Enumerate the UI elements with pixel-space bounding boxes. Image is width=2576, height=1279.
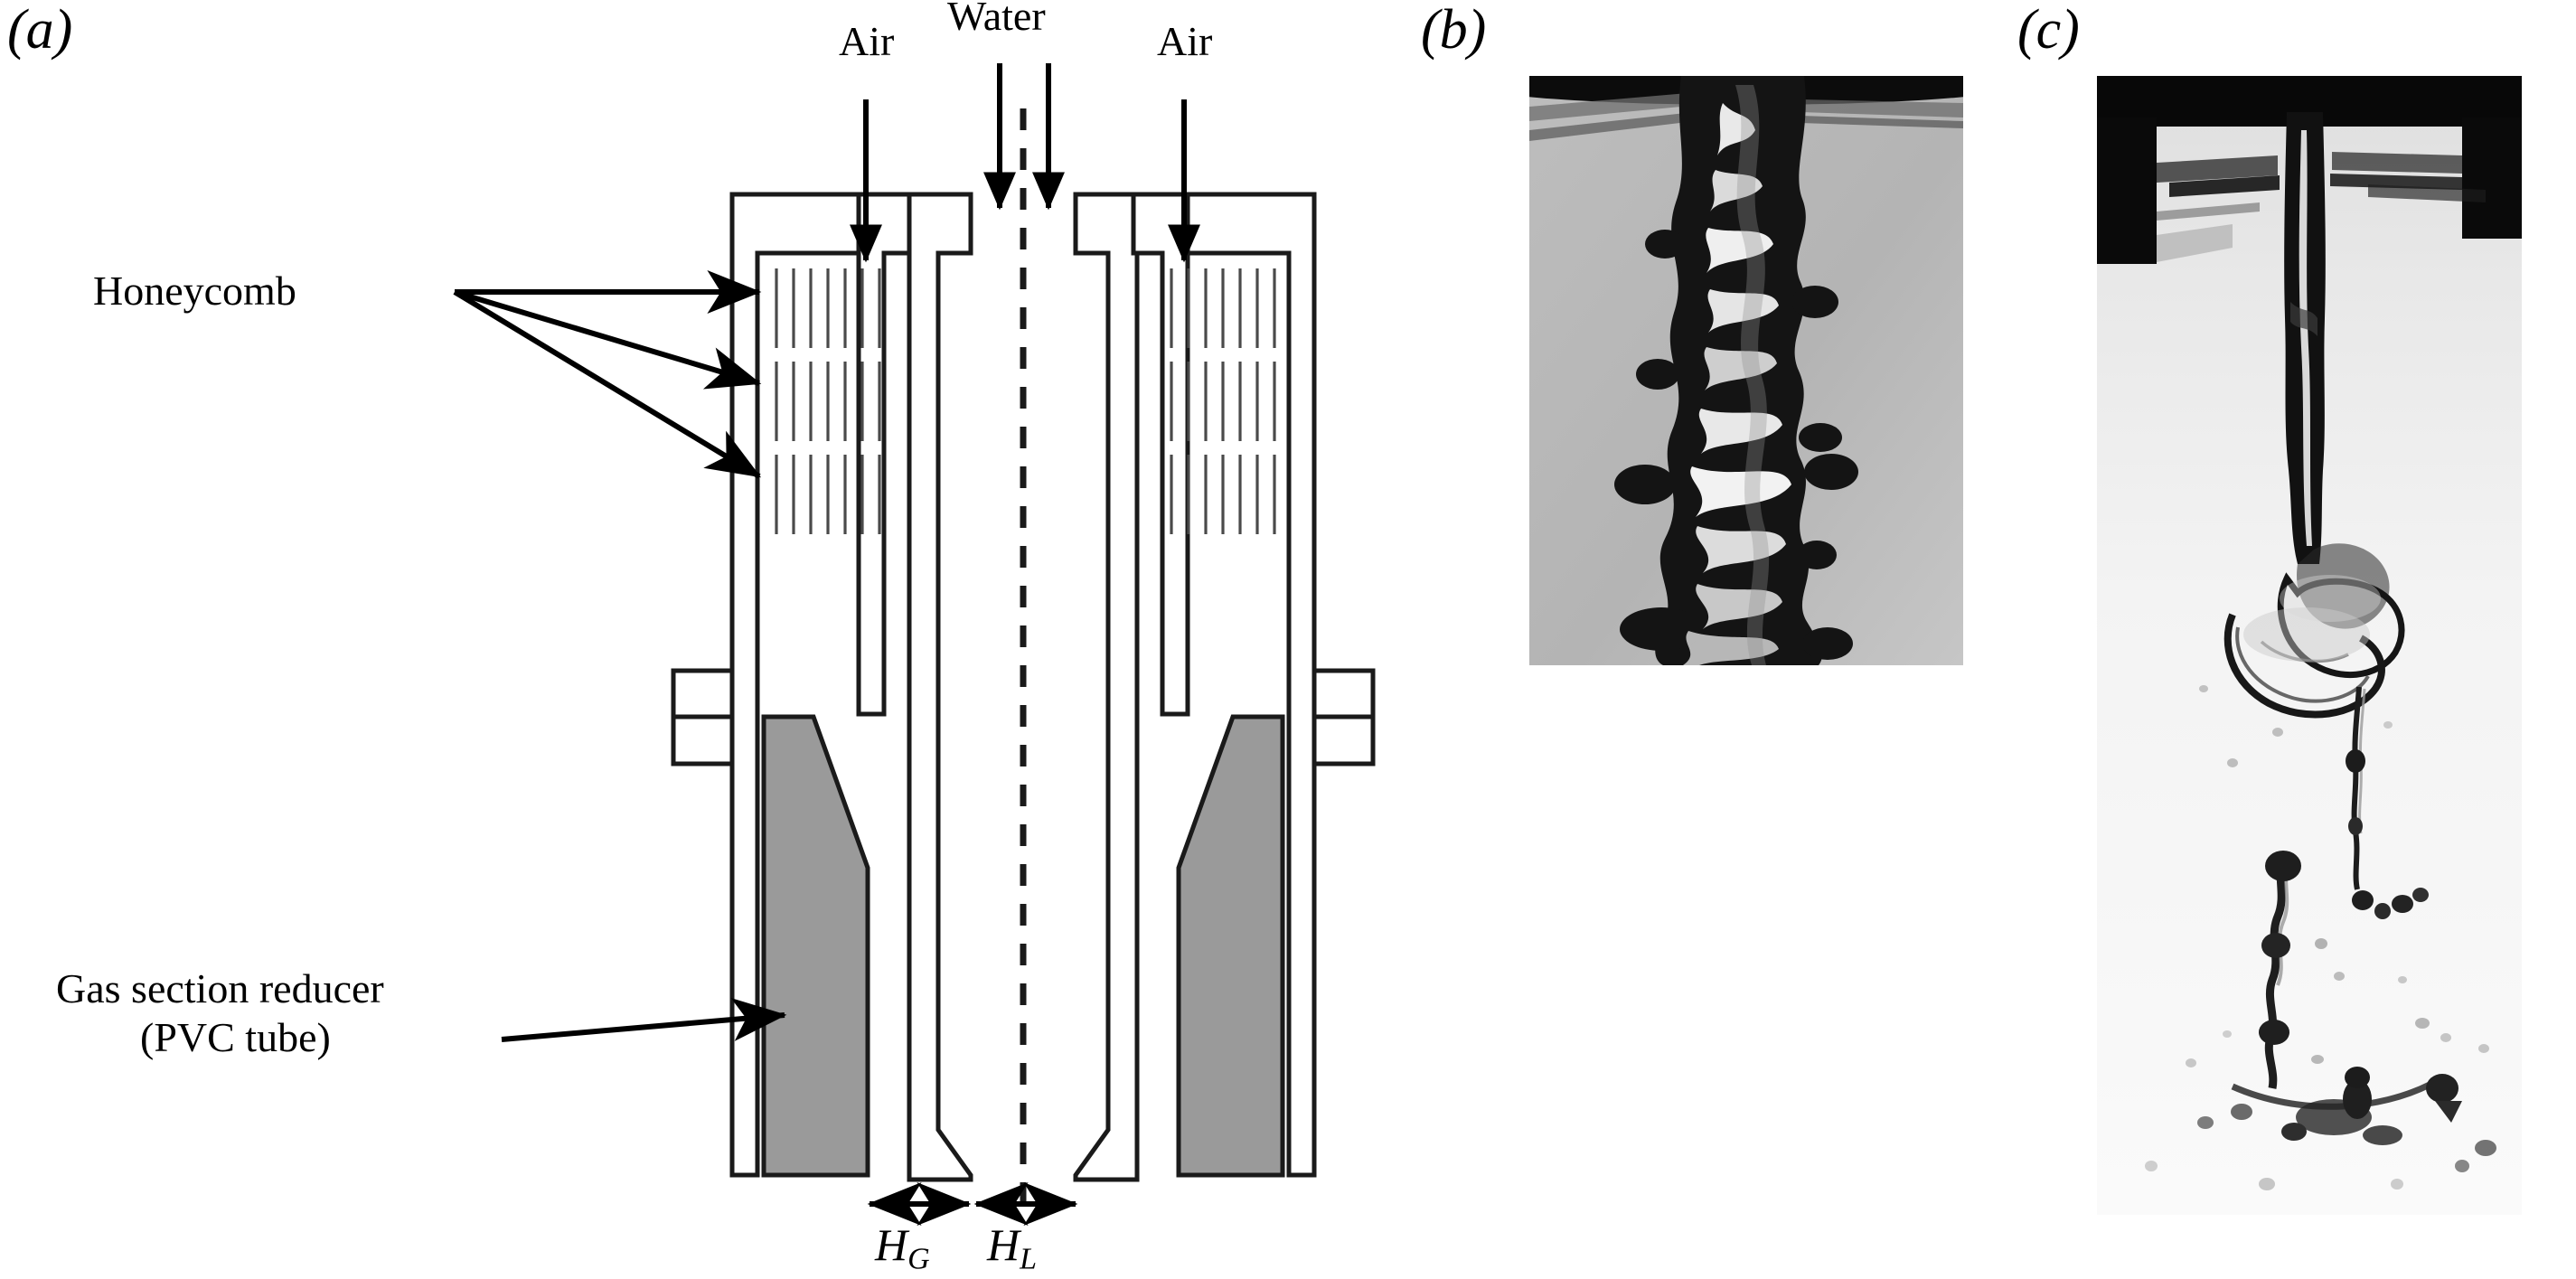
honeycomb-right-row-2 (1162, 362, 1280, 441)
photo-panel-c (2097, 76, 2522, 1215)
photo-panel-b (1529, 76, 1963, 665)
gas-reducer-pointer-arrow (501, 998, 787, 1042)
dimension-subscript-hl: L (1020, 1242, 1038, 1276)
honeycomb-pointer-arrow-3 (453, 289, 762, 479)
panel-label-a: (a) (7, 0, 73, 61)
water-label: Water (947, 0, 1046, 39)
honeycomb-right-row-3 (1162, 455, 1280, 534)
pvc-tube-left (761, 714, 870, 1178)
left-outer-wall (729, 192, 861, 1178)
right-outer-wall (1185, 192, 1317, 1178)
dimension-subscript-hg: G (907, 1242, 930, 1276)
honeycomb-left-row-2 (766, 362, 884, 441)
honeycomb-right-row-1 (1162, 268, 1280, 348)
honeycomb-label: Honeycomb (93, 268, 296, 314)
air-label-left: Air (839, 18, 895, 64)
photo-c-content (2097, 76, 2522, 1215)
left-side-port-upper (671, 668, 735, 719)
dimension-label-hg: HG (875, 1218, 930, 1277)
water-channel-right-wall (1073, 192, 1140, 1182)
honeycomb-pointer-arrow-2 (454, 289, 762, 390)
photo-b-content (1529, 76, 1963, 665)
pvc-tube-right (1176, 714, 1285, 1178)
dimension-symbol-hg: H (875, 1219, 908, 1270)
water-channel-left-wall (907, 192, 973, 1182)
panel-label-b: (b) (1421, 0, 1487, 61)
dimension-symbol-hl: H (987, 1219, 1020, 1270)
gas-reducer-label-line2: (PVC tube) (140, 1014, 331, 1060)
gas-reducer-label-line1: Gas section reducer (56, 965, 384, 1011)
left-side-port-lower (671, 714, 735, 766)
right-inner-wall (1131, 192, 1190, 717)
air-label-right: Air (1157, 18, 1213, 64)
right-side-port-lower (1312, 714, 1376, 766)
dimension-label-hl: HL (987, 1218, 1037, 1277)
left-inner-wall (856, 192, 916, 717)
honeycomb-left-row-3 (766, 455, 884, 534)
schematic-geometry (453, 63, 1376, 1227)
panel-label-c: (c) (2017, 0, 2080, 61)
honeycomb-left-row-1 (766, 268, 884, 348)
right-side-port-upper (1312, 668, 1376, 719)
